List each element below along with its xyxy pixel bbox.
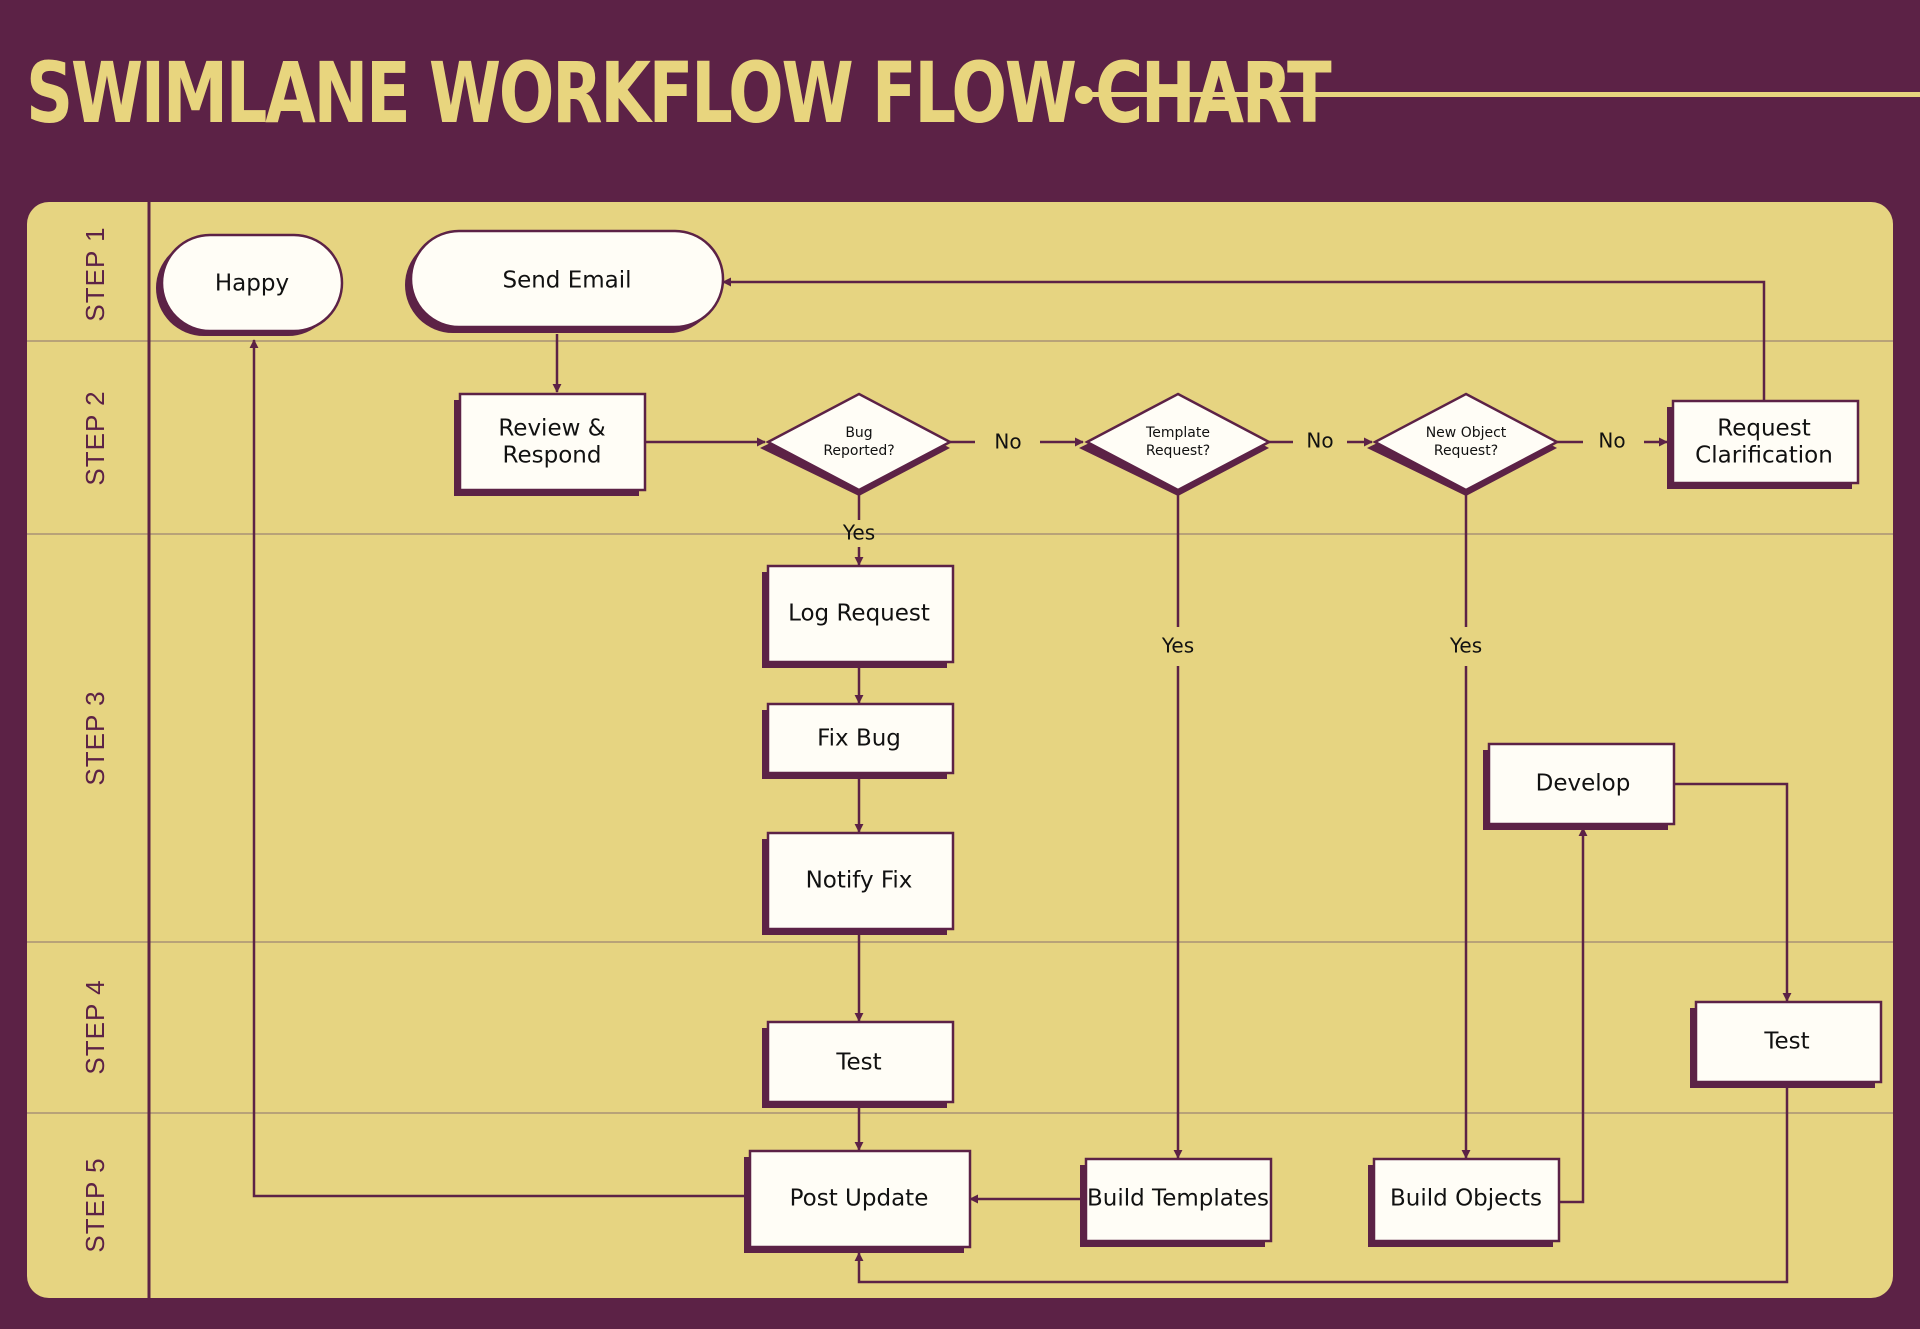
flowchart-canvas: STEP 1 STEP 2 STEP 3 STEP 4 STEP 5 No — [27, 202, 1893, 1298]
swimlane-board: STEP 1 STEP 2 STEP 3 STEP 4 STEP 5 No — [27, 202, 1893, 1298]
node-test-object-label: Test — [1763, 1029, 1809, 1055]
node-new-object-request-label-line-1: New Object — [1426, 425, 1507, 441]
lane-labels: STEP 1 STEP 2 STEP 3 STEP 4 STEP 5 — [80, 226, 110, 1252]
title-accent-dot — [1075, 86, 1093, 104]
node-build-templates: Build Templates — [1080, 1157, 1273, 1247]
node-request-clarification: Request Clarification — [1667, 399, 1860, 489]
edge-build-objects-to-develop — [1555, 827, 1588, 1204]
node-bug-reported-decision: Bug Reported? — [760, 392, 953, 496]
node-fix-bug-label: Fix Bug — [817, 726, 901, 752]
node-request-clarification-label-line-2: Clarification — [1695, 443, 1833, 469]
node-template-request-label-line-2: Request? — [1146, 443, 1210, 459]
edge-clarification-to-send-email — [722, 277, 1766, 400]
edge-labels: No No No Yes Yes Yes — [842, 429, 1626, 658]
node-log-request-label: Log Request — [788, 601, 930, 627]
node-template-request-label-line-1: Template — [1145, 425, 1210, 441]
lane-dividers — [27, 340, 1893, 1114]
connectors — [249, 277, 1792, 1284]
node-test-object: Test — [1690, 1000, 1883, 1088]
node-build-objects-label: Build Objects — [1390, 1186, 1542, 1212]
edge-label-object-yes: Yes — [1449, 634, 1482, 658]
edge-label-template-no: No — [1306, 429, 1333, 453]
lane-label-step-2: STEP 2 — [80, 390, 110, 485]
node-happy-label: Happy — [215, 271, 289, 297]
edge-label-object-no: No — [1598, 429, 1625, 453]
node-happy: Happy — [156, 233, 344, 336]
node-bug-reported-label-line-1: Bug — [845, 425, 872, 441]
node-notify-fix: Notify Fix — [762, 831, 955, 935]
node-develop: Develop — [1483, 742, 1676, 830]
lane-label-step-5: STEP 5 — [80, 1157, 110, 1252]
node-send-email: Send Email — [405, 229, 725, 333]
node-notify-fix-label: Notify Fix — [806, 868, 913, 894]
edge-label-bug-no: No — [994, 430, 1021, 454]
edge-develop-to-test — [1674, 782, 1792, 1002]
lane-label-step-4: STEP 4 — [80, 979, 110, 1074]
lane-label-step-3: STEP 3 — [80, 690, 110, 785]
edge-test-to-post-bottom — [854, 1082, 1789, 1284]
node-bug-reported-label-line-2: Reported? — [823, 443, 894, 459]
node-post-update-label: Post Update — [790, 1186, 929, 1212]
edge-post-to-happy — [249, 339, 749, 1198]
node-review-respond: Review & Respond — [454, 392, 647, 496]
node-review-respond-label-line-2: Respond — [503, 443, 602, 469]
lane-label-step-1: STEP 1 — [80, 226, 110, 321]
node-send-email-label: Send Email — [502, 268, 631, 294]
node-log-request: Log Request — [762, 564, 955, 668]
node-template-request-decision: Template Request? — [1079, 392, 1272, 496]
node-test-bug-label: Test — [835, 1050, 881, 1076]
node-test-bug: Test — [762, 1020, 955, 1108]
node-fix-bug: Fix Bug — [762, 702, 955, 779]
edge-label-template-yes: Yes — [1161, 634, 1194, 658]
node-review-respond-label-line-1: Review & — [498, 416, 605, 442]
node-request-clarification-label-line-1: Request — [1717, 416, 1810, 442]
node-build-templates-label: Build Templates — [1087, 1186, 1269, 1212]
node-develop-label: Develop — [1536, 771, 1631, 797]
node-new-object-request-decision: New Object Request? — [1367, 392, 1560, 496]
title-accent-line — [1088, 92, 1920, 97]
node-build-objects: Build Objects — [1368, 1157, 1561, 1247]
node-new-object-request-label-line-2: Request? — [1434, 443, 1498, 459]
edge-label-bug-yes: Yes — [842, 521, 875, 545]
node-post-update: Post Update — [744, 1149, 972, 1253]
